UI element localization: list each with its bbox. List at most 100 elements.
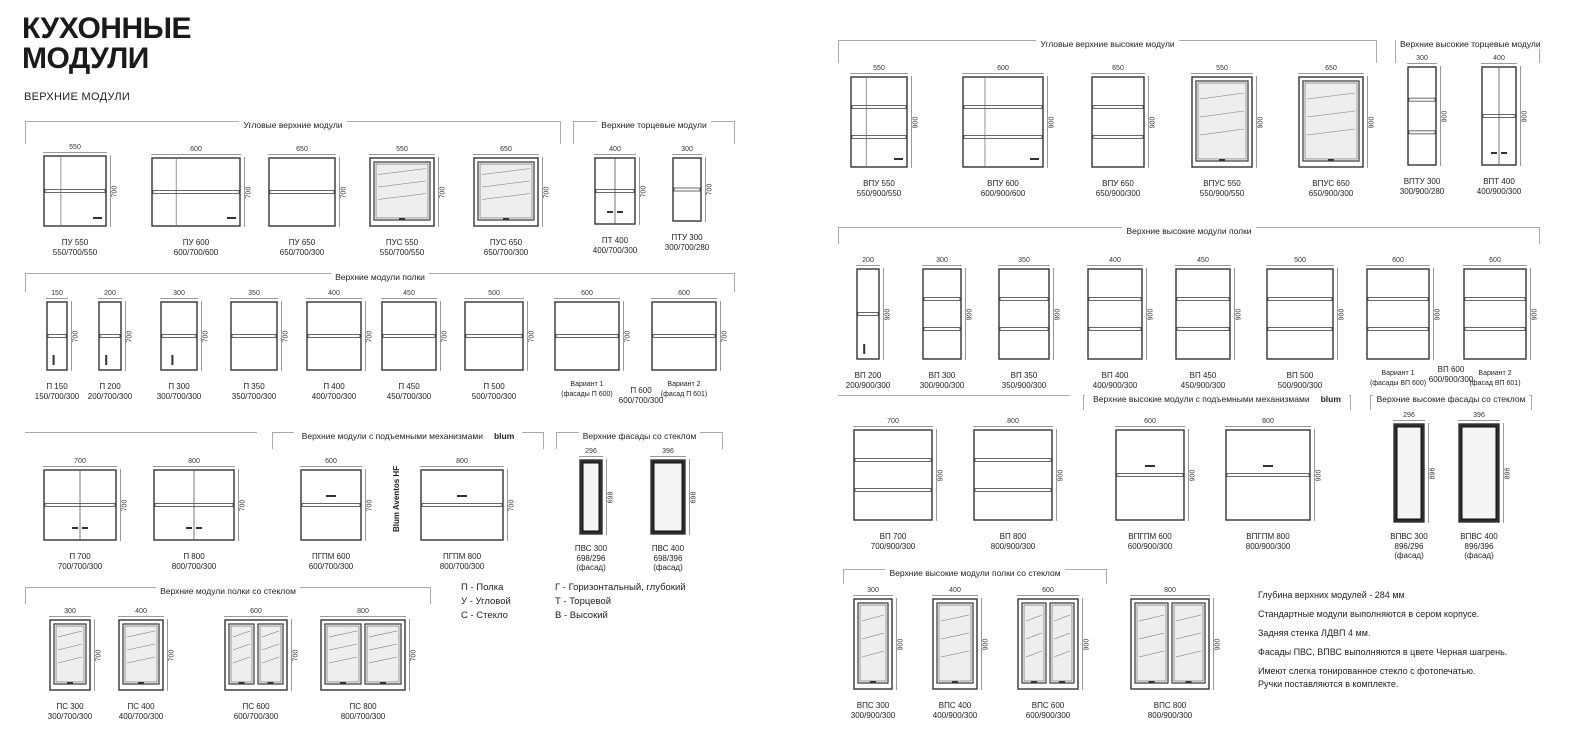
module-name: Вариант 2 [1478, 370, 1512, 377]
module-extra: (фасад) [653, 563, 683, 572]
handle [894, 158, 903, 160]
shelf [963, 105, 1043, 109]
handle [1145, 465, 1155, 467]
cabinet-drawing [998, 268, 1050, 360]
legend-item: В - Высокий [555, 610, 608, 621]
module-size: 650/700/300 [279, 247, 325, 257]
module-size: 800/900/300 [1147, 710, 1193, 720]
module-size: 800/700/300 [171, 561, 217, 571]
note-handles: Ручки поставляются в комплекте. [1258, 678, 1399, 689]
dimension-width: 300 [672, 145, 702, 155]
module-name: ПУС 550 [385, 238, 419, 247]
shelf [307, 334, 361, 338]
module-name: ПС 400 [127, 702, 155, 711]
notes: Глубина верхних модулей - 284 мм Стандар… [1258, 590, 1507, 698]
shelf [851, 135, 907, 139]
dimension-height: 900 [1148, 76, 1159, 168]
module-name: ПУ 600 [182, 238, 210, 247]
dimension-width: 400 [1087, 256, 1143, 266]
module-size: 200/700/300 [87, 391, 133, 401]
dimension-width: 400 [306, 289, 362, 299]
cabinet-drawing [43, 469, 117, 541]
shelf [1176, 297, 1230, 301]
blum-aventos-label: Blum Aventos HF [392, 466, 401, 532]
dimension-width: 650 [473, 145, 539, 155]
cabinet-drawing [381, 301, 437, 371]
handle [326, 495, 336, 497]
dimension-height: 900 [1256, 76, 1267, 168]
shelf [231, 334, 277, 338]
shelf [1367, 297, 1429, 301]
module-name: ПВС 300 [574, 544, 608, 553]
dimension-height: 900 [1520, 66, 1531, 166]
section-label: Угловые верхние высокие модули [1036, 39, 1179, 49]
module-caption: Вариант 2(фасад П 601) [611, 380, 757, 399]
shelf [1464, 297, 1526, 301]
dimension-width: 400 [1481, 54, 1517, 64]
module-name: ВП 450 [1189, 371, 1217, 380]
dimension-height: 700 [71, 301, 82, 371]
module-name: ВП 350 [1010, 371, 1038, 380]
dimension-width: 600 [1017, 586, 1079, 596]
dimension-width: 500 [464, 289, 524, 299]
dimension-height: 700 [244, 157, 255, 227]
cabinet-drawing [932, 598, 978, 690]
module-name: ВПТУ 300 [1403, 177, 1441, 186]
section-label-text: Верхние высокие модули с подъемными меха… [1089, 394, 1314, 404]
shelf [923, 297, 961, 301]
handle [67, 682, 73, 684]
handle [1031, 681, 1037, 683]
module-caption: ВП 600 600/900/300 [1391, 365, 1511, 384]
glass-panel [1396, 426, 1422, 520]
shelf [673, 187, 701, 192]
legend-item: П - Полка [461, 582, 504, 593]
caption-p600: П 600 600/700/300 [619, 384, 664, 405]
module-name: ВПГПМ 600 [1128, 532, 1172, 541]
dimension-height: 700 [440, 301, 451, 371]
handle [138, 682, 144, 684]
dimension-height: 700 [438, 157, 449, 227]
module-name: ПС 300 [56, 702, 84, 711]
handle [1491, 152, 1497, 154]
dimension-width: 296 [1393, 411, 1425, 421]
module-size: 450/700/300 [386, 391, 432, 401]
module-name: ВПС 800 [1153, 701, 1187, 710]
dimension-width: 700 [853, 417, 933, 427]
glass-panel [1461, 426, 1497, 520]
shelf [999, 327, 1049, 331]
shelf [974, 458, 1052, 462]
section-label: Верхние высокие модули полки [1122, 226, 1256, 236]
cabinet-drawing [43, 155, 107, 227]
dimension-height: 900 [1053, 268, 1064, 360]
dimension-height: 700 [720, 301, 731, 371]
section-label: Верхние высокие фасады со стеклом [1372, 394, 1530, 404]
module-size: 300/900/300 [919, 380, 965, 390]
cabinet-drawing [1458, 423, 1500, 523]
handle [1263, 465, 1273, 467]
cabinet-drawing [672, 157, 702, 222]
module-size: 600/700/300 [308, 561, 354, 571]
module-name: ВПУ 600 [987, 179, 1019, 188]
module-name: П 700 [69, 552, 91, 561]
shelf [1226, 473, 1310, 477]
section-label: Верхние высокие модули полки со стеклом [885, 568, 1065, 578]
